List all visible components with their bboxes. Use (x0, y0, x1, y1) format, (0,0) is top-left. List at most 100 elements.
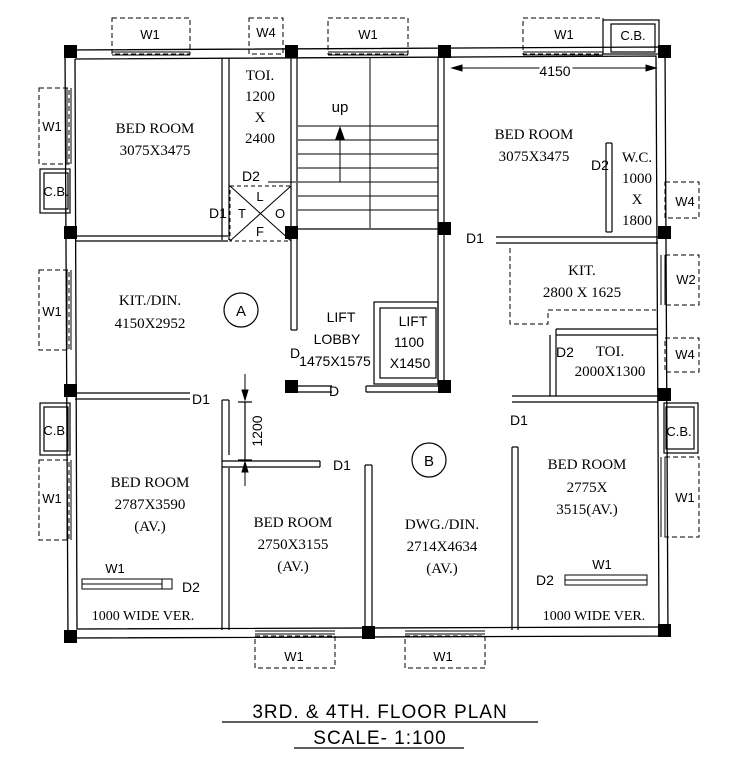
shaft-letter: T (238, 206, 246, 221)
stair-up-label: up (332, 99, 349, 116)
door-label: D (290, 345, 300, 361)
room-note: 3515(AV.) (556, 502, 618, 518)
door-label: D2 (556, 344, 574, 360)
kitchen-counter (509, 248, 656, 325)
door-label: D1 (209, 205, 227, 221)
window-labels: W1 W4 W1 W1 C.B. W1 C.B. W1 C.B. W1 W4 W… (42, 25, 696, 664)
door-label: D2 (242, 168, 260, 184)
window-label: W2 (676, 272, 696, 287)
window-label: W1 (284, 649, 304, 664)
room-labels: BED ROOM 3075X3475 TOI. 1200 X 2400 up B… (92, 68, 652, 624)
caption: 3RD. & 4TH. FLOOR PLAN SCALE- 1:100 (222, 702, 538, 749)
cb-boxes (39, 19, 699, 456)
grid-marker-a-circle (223, 292, 259, 328)
room-name: W.C. (622, 150, 652, 166)
room-size: 3075X3475 (499, 149, 570, 165)
grid-marker-a: A (236, 303, 246, 320)
room-size: 4150X2952 (115, 316, 186, 332)
columns (64, 45, 671, 643)
shaft-letter: L (256, 189, 263, 204)
room-name: KIT./DIN. (119, 293, 181, 309)
window-label: W1 (675, 490, 695, 505)
lift-label: LIFT (399, 313, 428, 329)
dimension-4150 (450, 64, 658, 72)
room-size: 2000X1300 (575, 364, 646, 380)
room-note: (AV.) (134, 519, 166, 535)
door-label: D1 (333, 457, 351, 473)
shaft-box (229, 181, 296, 242)
lobby-label: LIFT (327, 309, 356, 325)
lobby-labels: LIFT LOBBY 1475X1575 LIFT 1100 X1450 (299, 309, 430, 371)
plan-scale: SCALE- 1:100 (313, 728, 446, 749)
window-label: W1 (105, 561, 125, 576)
window-label: W1 (42, 491, 62, 506)
cb-label: C.B. (43, 184, 68, 199)
cb-label: C.B. (666, 424, 691, 439)
window-label: W4 (675, 194, 695, 209)
room-name: BED ROOM (548, 457, 627, 473)
room-size: 1800 (622, 213, 652, 229)
grid-marker-labels: A B (236, 303, 434, 470)
door-label: D (329, 383, 339, 399)
room-name: KIT. (568, 263, 596, 279)
internal-walls (75, 58, 658, 630)
room-size: 2400 (245, 131, 275, 147)
door-labels: D2 D1 D2 D1 D D D2 D1 D1 D1 D2 D2 (182, 157, 609, 595)
room-note: (AV.) (426, 561, 458, 577)
plan-title: 3RD. & 4TH. FLOOR PLAN (252, 702, 507, 723)
lobby-size: 1475X1575 (299, 353, 371, 369)
grid-marker-b: B (424, 453, 434, 470)
dimension-1200-label: 1200 (249, 415, 265, 446)
verandah-label: 1000 WIDE VER. (543, 609, 646, 624)
window-label: W1 (140, 27, 160, 42)
window-label: W4 (256, 25, 276, 40)
door-label: D2 (591, 157, 609, 173)
room-name: BED ROOM (116, 121, 195, 137)
room-size: X (255, 110, 266, 126)
room-size: 2800 X 1625 (543, 285, 621, 301)
room-name: TOI. (246, 68, 274, 84)
verandah-label: 1000 WIDE VER. (92, 609, 195, 624)
room-note: (AV.) (277, 559, 309, 575)
room-name: BED ROOM (111, 475, 190, 491)
room-size: 2787X3590 (115, 497, 186, 513)
staircase (298, 58, 438, 228)
shaft-letter: F (256, 224, 264, 239)
lift-size: 1100 (394, 334, 424, 350)
window-label: W1 (358, 27, 378, 42)
window-label: W1 (42, 304, 62, 319)
room-size: 1000 (622, 171, 652, 187)
lift-size: X1450 (390, 355, 431, 371)
dimension-1200 (241, 374, 249, 486)
room-size: 2750X3155 (258, 537, 329, 553)
room-name: BED ROOM (254, 515, 333, 531)
window-label: W1 (592, 557, 612, 572)
grid-marker-b-circle (411, 442, 447, 478)
lobby-label: LOBBY (314, 331, 361, 347)
door-label: D2 (182, 579, 200, 595)
door-label: D1 (192, 391, 210, 407)
shaft-letter: O (275, 206, 285, 221)
dimension-4150-label: 4150 (539, 63, 570, 79)
stair-arrow-head (335, 126, 345, 140)
cb-label: C.B. (43, 423, 68, 438)
window-label: W1 (554, 27, 574, 42)
room-name: BED ROOM (495, 127, 574, 143)
window-label: W4 (675, 347, 695, 362)
room-size: 2714X4634 (407, 539, 478, 555)
room-name: DWG./DIN. (405, 517, 479, 533)
door-label: D2 (536, 572, 554, 588)
door-label: D1 (510, 412, 528, 428)
room-size: X (632, 192, 643, 208)
room-size: 2775X (567, 480, 608, 496)
window-label: W1 (42, 119, 62, 134)
door-label: D1 (466, 230, 484, 246)
room-size: 3075X3475 (120, 143, 191, 159)
dimension-labels: 4150 1200 (249, 60, 574, 447)
cb-label: C.B. (620, 28, 645, 43)
wall-windows (66, 51, 666, 635)
room-size: 1200 (245, 89, 275, 105)
room-name: TOI. (596, 344, 624, 360)
verandah-windows (81, 574, 648, 590)
